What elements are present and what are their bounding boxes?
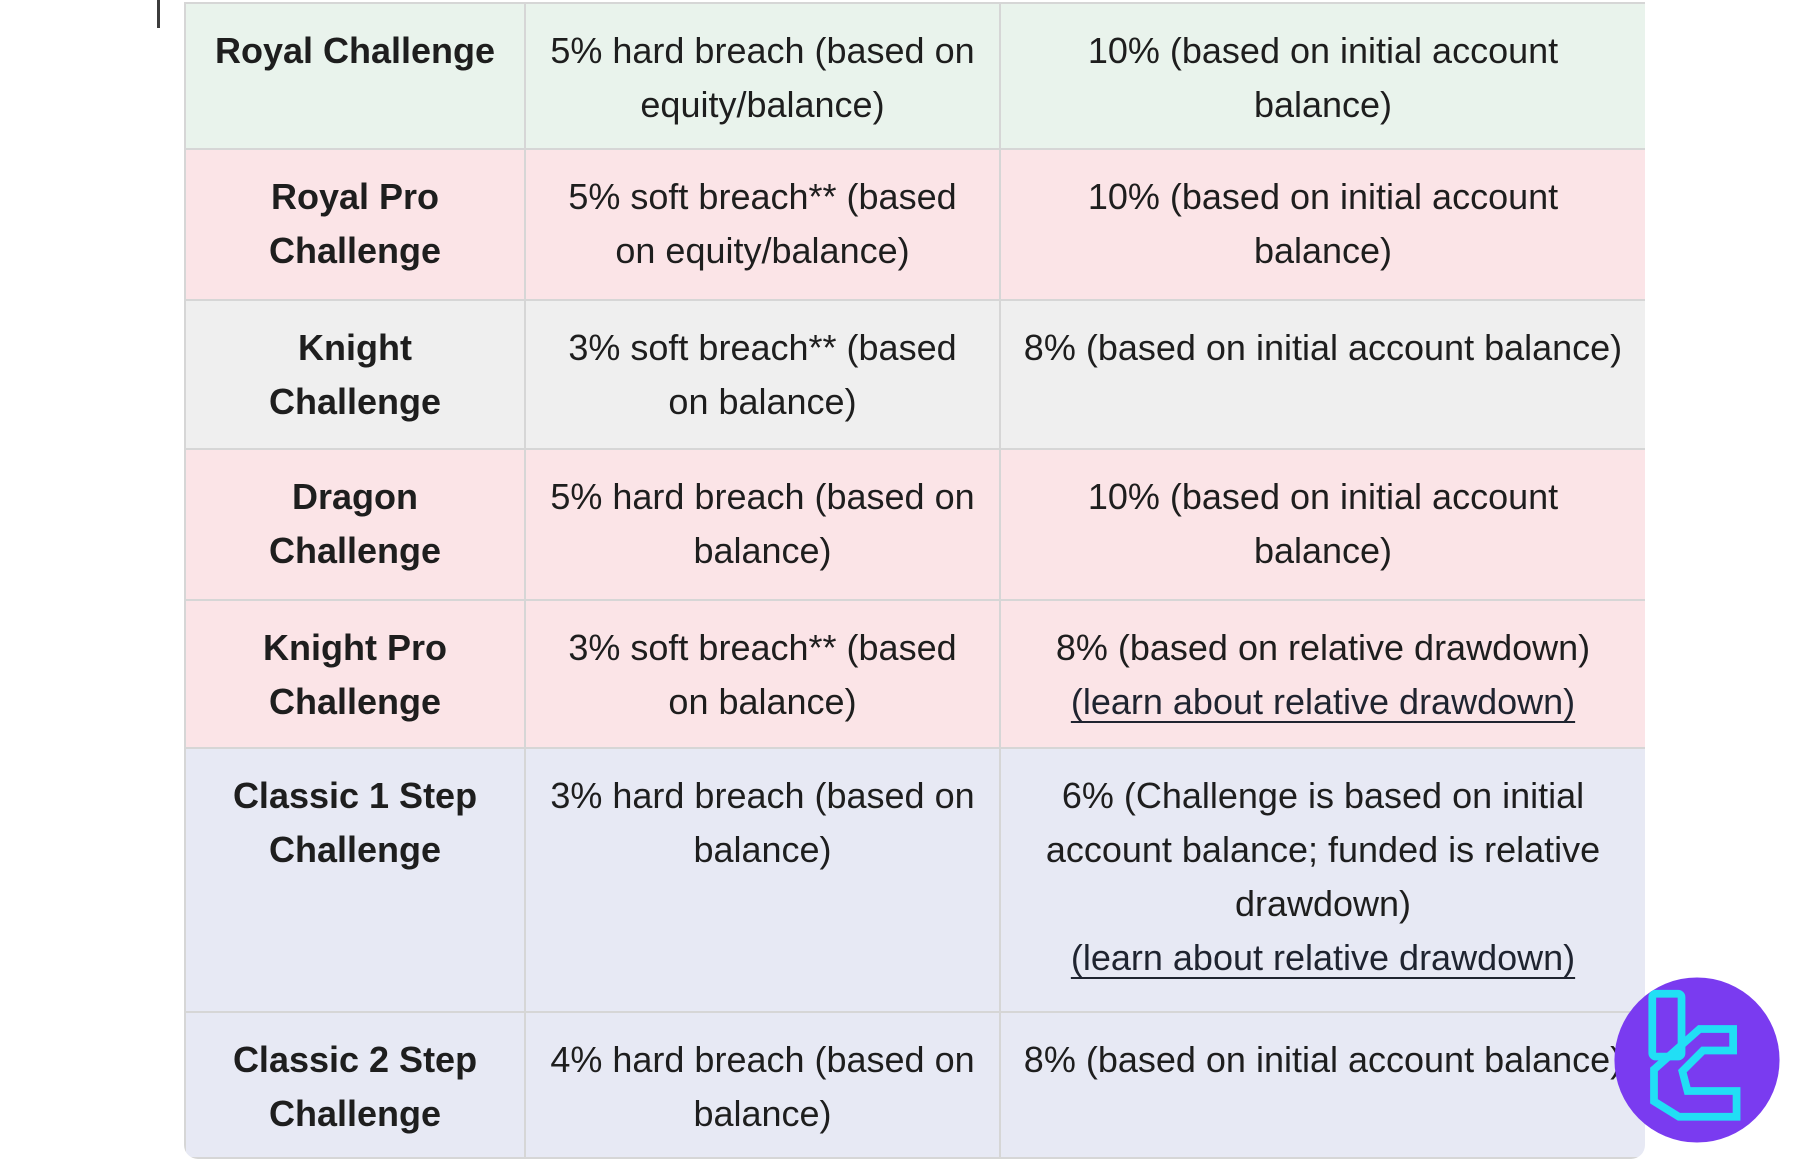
stray-cursor-artifact	[157, 0, 160, 28]
daily-drawdown-cell: 5% soft breach** (based on equity/balanc…	[524, 148, 1001, 301]
max-drawdown-text: 6% (Challenge is based on initial accoun…	[1045, 775, 1601, 924]
learn-about-relative-drawdown-link[interactable]: (learn about relative drawdown)	[1070, 681, 1576, 722]
daily-drawdown-cell: 3% soft breach** (based on balance)	[524, 299, 1001, 450]
max-drawdown-text: 8% (based on initial account balance)	[1023, 1039, 1623, 1080]
max-drawdown-cell: 10% (based on initial account balance)	[999, 148, 1645, 301]
max-drawdown-cell: 6% (Challenge is based on initial accoun…	[999, 747, 1645, 1013]
learn-about-relative-drawdown-link[interactable]: (learn about relative drawdown)	[1070, 937, 1576, 978]
challenge-name-cell: Knight Challenge	[184, 299, 526, 450]
daily-drawdown-cell: 4% hard breach (based on balance)	[524, 1011, 1001, 1159]
daily-drawdown-cell: 5% hard breach (based on equity/balance)	[524, 2, 1001, 150]
challenge-name-cell: Dragon Challenge	[184, 448, 526, 601]
daily-drawdown-cell: 5% hard breach (based on balance)	[524, 448, 1001, 601]
challenge-name-cell: Classic 1 Step Challenge	[184, 747, 526, 1013]
max-drawdown-cell: 10% (based on initial account balance)	[999, 448, 1645, 601]
max-drawdown-text: 8% (based on initial account balance)	[1023, 327, 1623, 368]
max-drawdown-cell: 8% (based on relative drawdown) (learn ab…	[999, 599, 1645, 749]
max-drawdown-text: 10% (based on initial account balance)	[1087, 176, 1559, 271]
max-drawdown-cell: 8% (based on initial account balance)	[999, 1011, 1645, 1159]
brand-monogram-icon	[1648, 989, 1741, 1121]
max-drawdown-text: 10% (based on initial account balance)	[1087, 30, 1559, 125]
max-drawdown-text: 8% (based on relative drawdown)	[1055, 627, 1591, 668]
challenge-name-cell: Royal Challenge	[184, 2, 526, 150]
max-drawdown-text: 10% (based on initial account balance)	[1087, 476, 1559, 571]
challenge-name-cell: Royal Pro Challenge	[184, 148, 526, 301]
challenge-name-cell: Knight Pro Challenge	[184, 599, 526, 749]
max-drawdown-cell: 8% (based on initial account balance)	[999, 299, 1645, 450]
challenge-name-cell: Classic 2 Step Challenge	[184, 1011, 526, 1159]
daily-drawdown-cell: 3% soft breach** (based on balance)	[524, 599, 1001, 749]
brand-logo	[1614, 977, 1780, 1143]
daily-drawdown-cell: 3% hard breach (based on balance)	[524, 747, 1001, 1013]
max-drawdown-cell: 10% (based on initial account balance)	[999, 2, 1645, 150]
